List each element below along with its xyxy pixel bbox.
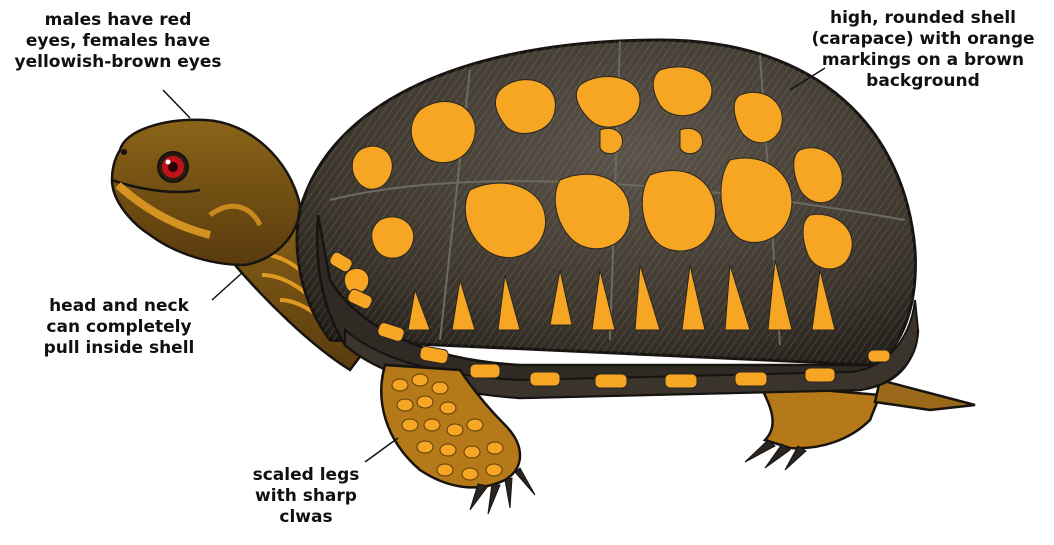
legs-label-line: with sharp bbox=[236, 486, 376, 507]
neck-label: head and neck can completely pull inside… bbox=[14, 296, 224, 359]
legs-label-line: scaled legs bbox=[236, 465, 376, 486]
shell-label-line: (carapace) with orange bbox=[792, 29, 1054, 50]
neck-label-line: pull inside shell bbox=[14, 338, 224, 359]
shell-label-line: markings on a brown bbox=[792, 50, 1054, 71]
eyes-label-line: eyes, females have bbox=[0, 31, 236, 52]
nostril bbox=[121, 149, 127, 155]
shell-label-line: high, rounded shell bbox=[792, 8, 1054, 29]
shell-label: high, rounded shell (carapace) with oran… bbox=[792, 8, 1054, 92]
head bbox=[112, 120, 300, 265]
legs-pointer bbox=[365, 438, 398, 462]
eyes-label-line: males have red bbox=[0, 10, 236, 31]
legs-label: scaled legs with sharp clwas bbox=[236, 465, 376, 528]
red-eye bbox=[158, 152, 188, 182]
neck-label-line: head and neck bbox=[14, 296, 224, 317]
eyes-label: males have red eyes, females have yellow… bbox=[0, 10, 236, 73]
legs-label-line: clwas bbox=[236, 507, 376, 528]
back-leg bbox=[745, 380, 975, 470]
shell-label-line: background bbox=[792, 71, 1054, 92]
eyes-label-line: yellowish-brown eyes bbox=[0, 52, 236, 73]
neck-label-line: can completely bbox=[14, 317, 224, 338]
eyes-pointer bbox=[163, 90, 190, 118]
